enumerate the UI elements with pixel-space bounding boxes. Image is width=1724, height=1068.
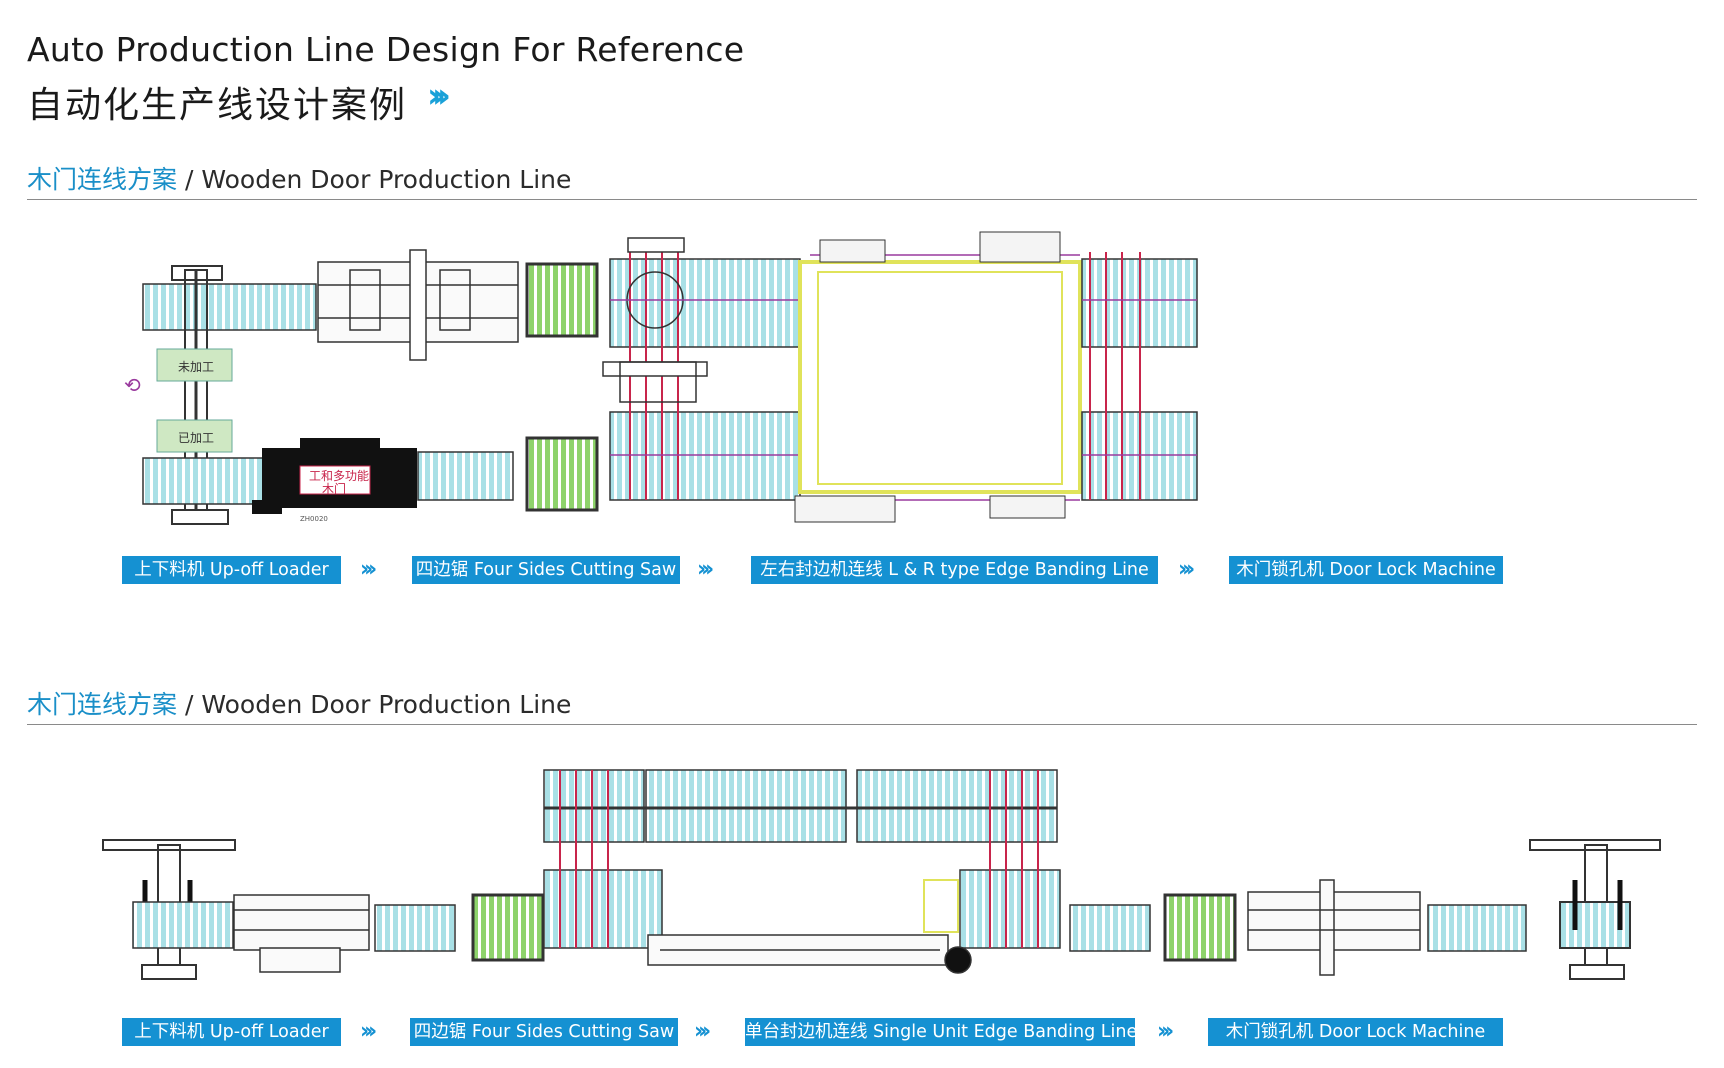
outfeed-conveyor	[142, 457, 264, 505]
infeed-conveyor	[142, 283, 317, 331]
transfer-table-3	[471, 893, 545, 962]
section-1-divider	[27, 199, 1697, 200]
machine-tag: ZH0020	[300, 515, 328, 523]
processed-stack	[156, 419, 233, 453]
four-sides-saw-top	[317, 249, 519, 361]
stage-4-door-lock: 木门锁孔机 Door Lock Machine	[1229, 556, 1503, 584]
guide-rails-3	[559, 770, 1039, 948]
processed-label: 已加工	[178, 431, 214, 445]
edge-bander-bottom	[794, 495, 1066, 523]
transfer-table-1	[525, 262, 599, 338]
stage-3-edge-banding: 左右封边机连线 L & R type Edge Banding Line	[751, 556, 1158, 584]
link-conveyor-3	[1069, 904, 1151, 952]
machine-label-top: 工和多功能	[309, 469, 369, 483]
section-2-title-cn: 木门连线方案	[27, 690, 178, 719]
link-conveyor-bottom	[417, 451, 514, 501]
single-edge-bander	[647, 934, 972, 974]
page-title-cn: 自动化生产线设计案例	[27, 85, 408, 126]
door-lock-machine-block	[252, 438, 417, 514]
guide-rails-2	[1089, 252, 1141, 500]
buffer-conveyor-top	[609, 258, 801, 348]
infeed-conveyor-2	[132, 901, 234, 949]
chevron-icon: ›››	[360, 1019, 377, 1044]
stage-1-loader: 上下料机 Up-off Loader	[122, 556, 341, 584]
section-2-divider	[27, 724, 1697, 725]
chevron-icon: ›››	[694, 1019, 711, 1044]
stage-2-saw: 四边锯 Four Sides Cutting Saw	[412, 556, 680, 584]
section-1-separator: /	[184, 165, 194, 194]
section-1-heading: 木门连线方案 / Wooden Door Production Line	[27, 160, 571, 196]
outfeed-conveyor-2	[1427, 904, 1527, 952]
rotary-device	[602, 237, 708, 403]
chevron-icon: ›››	[1157, 1019, 1174, 1044]
transfer-table-4	[1163, 893, 1237, 962]
stage-1-loader-2: 上下料机 Up-off Loader	[122, 1018, 341, 1046]
edge-bander-feed	[923, 879, 959, 933]
stage-4-door-lock-2: 木门锁孔机 Door Lock Machine	[1208, 1018, 1503, 1046]
edge-bander-top	[819, 231, 1061, 263]
buffer-e	[959, 869, 1061, 949]
unprocessed-label: 未加工	[178, 360, 214, 374]
stage-2-saw-2: 四边锯 Four Sides Cutting Saw	[410, 1018, 678, 1046]
section-1-title-cn: 木门连线方案	[27, 165, 178, 194]
operator-icon: ⟲	[124, 373, 141, 397]
buffer-c	[856, 769, 1058, 843]
link-conveyor-2	[374, 904, 456, 952]
section-2-title-en: Wooden Door Production Line	[201, 690, 572, 719]
loader-gantry	[171, 265, 229, 525]
buffer-b	[645, 769, 847, 843]
page-title-en: Auto Production Line Design For Referenc…	[27, 30, 745, 69]
section-1-title-en: Wooden Door Production Line	[201, 165, 572, 194]
unprocessed-stack	[156, 348, 233, 382]
four-sides-saw	[233, 894, 370, 973]
machine-label-bottom: 木门	[322, 481, 346, 496]
buffer-d	[543, 869, 663, 949]
section-2-heading: 木门连线方案 / Wooden Door Production Line	[27, 685, 571, 721]
stage-3-single-edge-banding: 单台封边机连线 Single Unit Edge Banding Line	[745, 1018, 1135, 1046]
door-lock-machine-2	[1247, 879, 1421, 976]
loader-gantry-right	[1529, 839, 1661, 980]
transfer-table-2	[525, 436, 599, 512]
section-2-separator: /	[184, 690, 194, 719]
